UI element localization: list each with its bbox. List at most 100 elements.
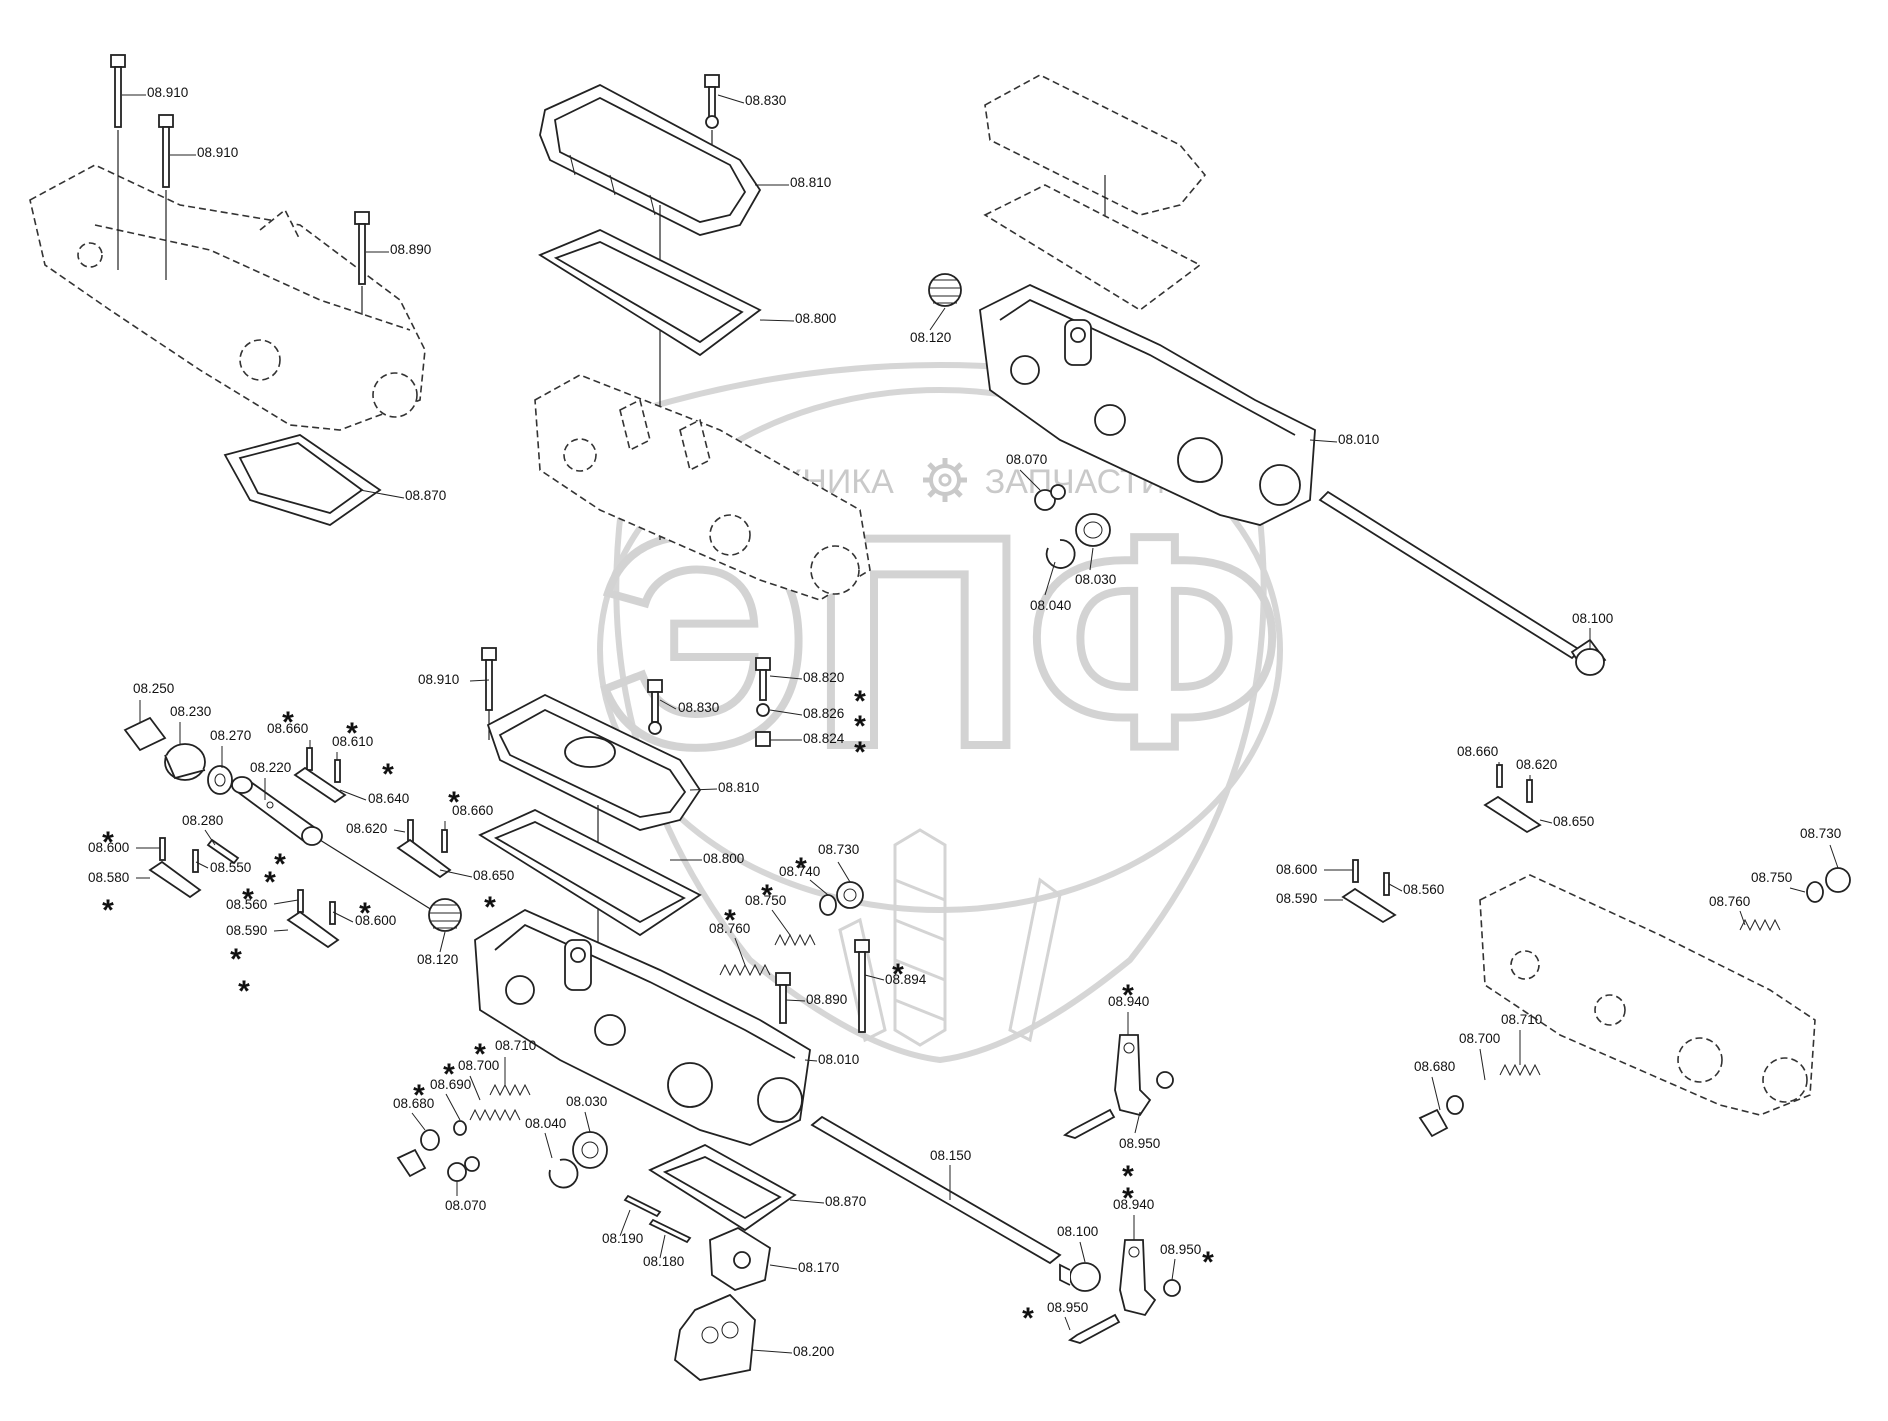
fork-08-200 bbox=[674, 1293, 756, 1381]
replacement-asterisk: * bbox=[892, 958, 904, 991]
bolt-08-830-mid bbox=[647, 679, 663, 735]
watermark-ring bbox=[597, 387, 1283, 913]
part-label-mm-760: 08.760 bbox=[709, 921, 750, 936]
bolt-08-894 bbox=[854, 939, 870, 1033]
gear-icon bbox=[923, 458, 967, 502]
replacement-asterisk: * bbox=[274, 848, 286, 881]
part-label-ml-280: 08.280 bbox=[182, 813, 223, 828]
pins-08-600-08-550 bbox=[148, 837, 202, 899]
bushing-08-230 bbox=[164, 743, 206, 781]
nut-08-950-b bbox=[1163, 1279, 1181, 1297]
replacement-asterisk: * bbox=[795, 852, 807, 885]
pinion-08-120-mid bbox=[428, 898, 462, 932]
snap-ring-08-040-mid bbox=[548, 1158, 579, 1189]
part-label-mc-810: 08.810 bbox=[718, 780, 759, 795]
leader-line bbox=[1739, 910, 1746, 926]
leader-line bbox=[769, 675, 803, 680]
washer-08-740 bbox=[819, 894, 837, 916]
gasket-08-870-top-left bbox=[223, 434, 382, 526]
replacement-asterisk: * bbox=[102, 826, 114, 859]
leader-line bbox=[929, 307, 946, 331]
part-label-mr-950a: 08.950 bbox=[1119, 1136, 1160, 1151]
part-label-tr-010: 08.010 bbox=[1338, 432, 1379, 447]
part-label-ml-220: 08.220 bbox=[250, 760, 291, 775]
part-label-mm-710: 08.710 bbox=[495, 1038, 536, 1053]
nut-08-950-a bbox=[1156, 1071, 1174, 1089]
replacement-asterisk: * bbox=[346, 717, 358, 750]
lever-08-940-a bbox=[1114, 1034, 1152, 1117]
part-label-ml-580: 08.580 bbox=[88, 870, 129, 885]
bolt-08-820 bbox=[755, 657, 771, 747]
part-label-rr-710: 08.710 bbox=[1501, 1012, 1542, 1027]
part-label-ml-610: 08.610 bbox=[332, 734, 373, 749]
part-label-mm-680: 08.680 bbox=[393, 1096, 434, 1111]
leader-line bbox=[411, 1112, 426, 1131]
part-label-mm-890: 08.890 bbox=[806, 992, 847, 1007]
washer-08-750-right bbox=[1806, 881, 1824, 903]
leader-line bbox=[332, 911, 354, 923]
part-label-tr-120: 08.120 bbox=[910, 330, 951, 345]
stars-layer: **************************** bbox=[102, 685, 1214, 1335]
part-label-tl-910a: 08.910 bbox=[147, 85, 188, 100]
part-label-rr-750: 08.750 bbox=[1751, 870, 1792, 885]
replacement-asterisk: * bbox=[102, 894, 114, 927]
replacement-asterisk: * bbox=[264, 866, 276, 899]
part-label-rr-590: 08.590 bbox=[1276, 891, 1317, 906]
leader-line bbox=[469, 1075, 481, 1101]
part-label-rr-760: 08.760 bbox=[1709, 894, 1750, 909]
fork-08-170 bbox=[709, 1226, 771, 1291]
bolt-08-950-a bbox=[1062, 1108, 1116, 1139]
part-label-mm-730: 08.730 bbox=[818, 842, 859, 857]
pinion-08-120-top bbox=[928, 273, 962, 307]
plate-08-250 bbox=[123, 716, 167, 752]
part-label-mc-910: 08.910 bbox=[418, 672, 459, 687]
replacement-asterisk: * bbox=[282, 706, 294, 739]
part-label-mr-950b: 08.950 bbox=[1160, 1242, 1201, 1257]
watermark-wheat-emblem bbox=[838, 828, 1062, 1047]
leader-line bbox=[273, 899, 299, 905]
replacement-asterisk: * bbox=[1202, 1246, 1214, 1279]
spring-08-700-mid bbox=[489, 1083, 531, 1097]
leader-line bbox=[393, 829, 406, 833]
leader-line bbox=[1479, 1048, 1486, 1081]
part-label-ml-620: 08.620 bbox=[346, 821, 387, 836]
bolt-08-830-top bbox=[704, 74, 720, 129]
part-label-mr-940b: 08.940 bbox=[1113, 1197, 1154, 1212]
cover-08-810-mid bbox=[486, 693, 702, 831]
part-label-ml-650: 08.650 bbox=[473, 868, 514, 883]
part-label-mm-010: 08.010 bbox=[818, 1052, 859, 1067]
leader-line bbox=[809, 879, 829, 896]
replacement-asterisk: * bbox=[854, 736, 866, 769]
replacement-asterisk: * bbox=[242, 883, 254, 916]
part-label-mm-700: 08.700 bbox=[458, 1058, 499, 1073]
spring-08-760-right bbox=[1739, 918, 1781, 932]
pins-08-560-08-600 bbox=[286, 889, 340, 949]
part-label-ml-270: 08.270 bbox=[210, 728, 251, 743]
part-label-mm-690: 08.690 bbox=[430, 1077, 471, 1092]
housing-top-left bbox=[29, 164, 426, 431]
bolt-08-910-mid bbox=[481, 647, 497, 711]
plug-08-730-mid bbox=[836, 881, 864, 909]
leader-line bbox=[1134, 1111, 1141, 1134]
washer-08-690 bbox=[453, 1120, 467, 1136]
leader-line bbox=[544, 1132, 553, 1159]
shaft-08-150 bbox=[810, 1115, 1062, 1265]
leader-line bbox=[1019, 469, 1041, 491]
replacement-asterisk: * bbox=[448, 786, 460, 819]
plate-08-590-right bbox=[1341, 859, 1397, 924]
part-label-rr-620: 08.620 bbox=[1516, 757, 1557, 772]
replacement-asterisk: * bbox=[854, 685, 866, 718]
leader-line bbox=[659, 699, 677, 710]
leader-line bbox=[1089, 547, 1094, 571]
gasket-top-right bbox=[983, 184, 1202, 311]
leader-line bbox=[469, 679, 490, 682]
leader-line bbox=[864, 974, 885, 981]
part-label-tl-870: 08.870 bbox=[405, 488, 446, 503]
plug-08-680-mid bbox=[396, 1148, 427, 1178]
bolt-08-950-b bbox=[1067, 1313, 1121, 1344]
part-label-tc-830: 08.830 bbox=[745, 93, 786, 108]
replacement-asterisk: * bbox=[238, 975, 250, 1008]
part-label-mm-200: 08.200 bbox=[793, 1344, 834, 1359]
part-label-mm-894: 08.894 bbox=[885, 972, 927, 987]
